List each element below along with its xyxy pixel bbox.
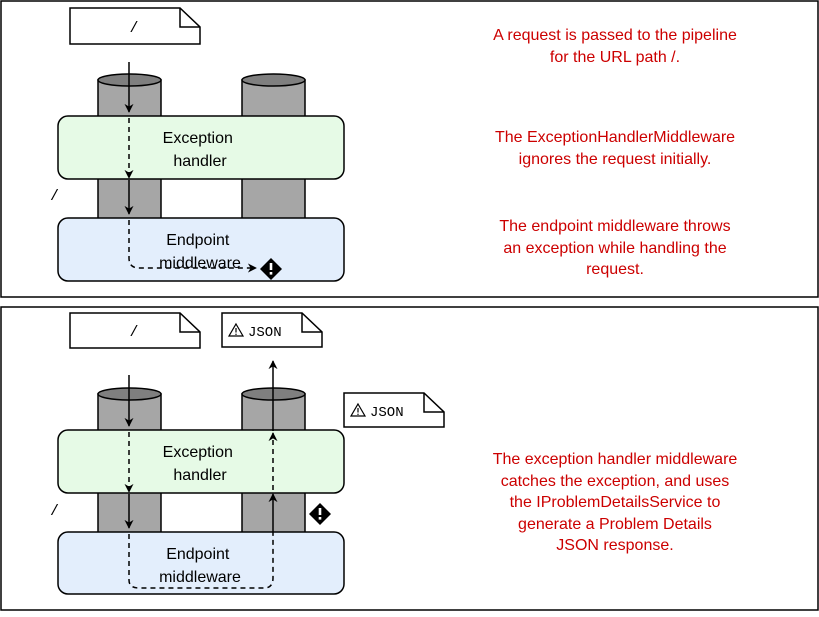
warning-triangle-icon xyxy=(349,402,367,417)
panel-2: / JSON xyxy=(0,306,819,611)
endpoint-middleware-box: Endpoint middleware xyxy=(57,217,345,282)
warning-diamond-icon xyxy=(260,258,282,280)
exception-handler-label-2-line-2: handler xyxy=(173,467,227,484)
exception-handler-box: Exception handler xyxy=(57,115,345,180)
exception-handler-label: Exception handler xyxy=(163,130,238,170)
endpoint-middleware-label-line-1: Endpoint xyxy=(166,232,230,249)
arrow-through-endpoint xyxy=(128,534,274,589)
request-document-2: / xyxy=(69,312,201,349)
json-response-document-2: JSON xyxy=(343,392,445,428)
note-request-passed: A request is passed to the pipeline for … xyxy=(493,27,737,66)
warning-triangle-icon xyxy=(227,322,245,337)
note-handler-ignores: The ExceptionHandlerMiddleware ignores t… xyxy=(494,129,736,168)
request-path-text: / xyxy=(129,20,138,37)
side-path-label: / xyxy=(50,188,59,205)
request-path-text-2: / xyxy=(129,324,138,341)
endpoint-middleware-label-2: Endpoint middleware xyxy=(159,546,241,586)
json-response-document: JSON xyxy=(221,312,323,348)
endpoint-middleware-box-2: Endpoint middleware xyxy=(57,531,345,595)
json-response-label: JSON xyxy=(248,325,282,341)
endpoint-middleware-label-2-line-2: middleware xyxy=(159,569,241,586)
json-response-label-2: JSON xyxy=(370,405,404,421)
warning-diamond-icon xyxy=(309,503,331,525)
note-handler-catches: The exception handler middleware catches… xyxy=(492,451,738,554)
endpoint-middleware-label-line-2: middleware xyxy=(159,255,241,272)
exception-handler-label-2: Exception handler xyxy=(163,444,238,484)
exception-handler-label-2-line-1: Exception xyxy=(163,444,233,461)
exception-handler-label-line-2: handler xyxy=(173,153,227,170)
request-flow-arrows xyxy=(124,62,257,273)
side-path-label-2: / xyxy=(50,503,59,520)
exception-handler-label-line-1: Exception xyxy=(163,130,233,147)
request-flow-arrows-2 xyxy=(124,360,278,589)
note-endpoint-throws: The endpoint middleware throws an except… xyxy=(499,218,731,278)
endpoint-middleware-label-2-line-1: Endpoint xyxy=(166,546,230,563)
request-document: / xyxy=(69,7,201,45)
arrow-to-exception xyxy=(128,220,257,273)
panel-1: / Exception handler xyxy=(0,0,819,298)
exception-handler-box-2: Exception handler xyxy=(57,429,345,494)
